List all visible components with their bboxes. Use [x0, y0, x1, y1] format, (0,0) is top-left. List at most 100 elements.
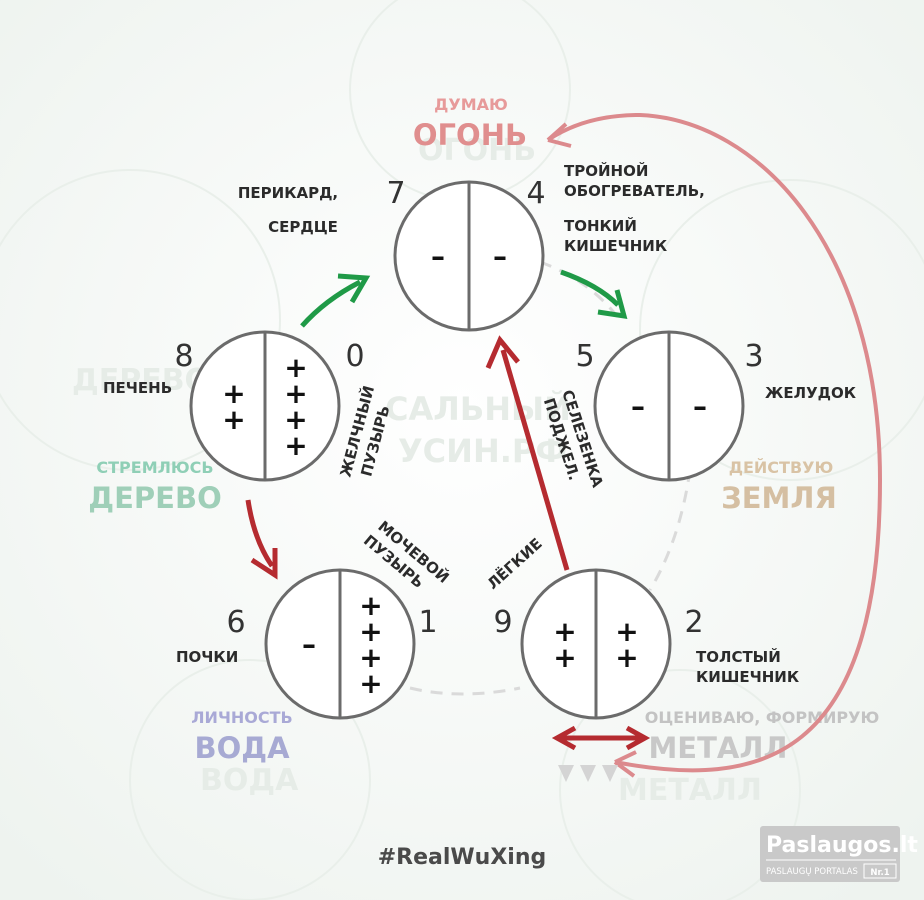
node-wood-right-number: 0: [345, 339, 364, 374]
fire-right-organ-1: ТРОЙНОЙ: [564, 161, 648, 180]
fire-right-organ-2: ОБОГРЕВАТЕЛЬ,: [564, 182, 705, 200]
badge-rank: Nr.1: [870, 868, 889, 878]
badge-subtitle: PASLAUGŲ PORTALAS: [766, 867, 858, 877]
node-earth-left-sign: –: [631, 390, 645, 423]
badge-title: Paslaugos.lt: [766, 833, 918, 858]
node-metal-left-sign: +: [553, 641, 576, 674]
wood-name: ДЕРЕВО: [88, 481, 221, 515]
node-metal-right-number: 2: [684, 605, 703, 640]
dashed-cycle: [409, 260, 692, 696]
node-metal-right-sign: +: [615, 641, 638, 674]
pink-arc-head-top: [546, 122, 572, 148]
pink-control-arc: [546, 112, 883, 778]
node-metal: ++++ 9 2: [493, 568, 704, 720]
node-wood-right-sign: +: [284, 377, 307, 410]
metal-name: МЕТАЛЛ: [648, 731, 787, 765]
node-fire: –– 7 4: [386, 176, 546, 332]
organ-labels: ПЕРИКАРД, СЕРДЦЕ ТРОЙНОЙ ОБОГРЕВАТЕЛЬ, Т…: [103, 161, 857, 686]
node-water-right-sign: +: [359, 589, 382, 622]
watermark-center-line1: САЛЬНЫЙ: [385, 390, 571, 428]
node-earth: –– 5 3: [575, 330, 764, 482]
element-titles: ДУМАЮ ОГОНЬ СТРЕМЛЮСЬ ДЕРЕВО ДЕЙСТВУЮ ЗЕ…: [88, 95, 879, 765]
node-metal-signs: ++++: [553, 615, 638, 674]
dashed-fire-earth: [539, 260, 622, 321]
node-metal-right-sign: +: [615, 615, 638, 648]
red-arrow-metal-fire-head: [485, 335, 520, 369]
fire-right-organ-4: КИШЕЧНИК: [564, 237, 668, 255]
fire-left-organ-2: СЕРДЦЕ: [268, 218, 338, 236]
pink-arc-path: [546, 112, 883, 773]
green-arrow-fire-earth: [560, 269, 620, 307]
node-wood: ++++++ 8 0: [174, 330, 365, 482]
node-fire-signs: ––: [431, 240, 507, 273]
node-water-left-number: 6: [226, 605, 245, 640]
metal-right-organ-1: ТОЛСТЫЙ: [696, 647, 781, 666]
badge-rank-box: [863, 863, 897, 879]
paslaugos-badge: Paslaugos.lt PASLAUGŲ PORTALAS Nr.1: [760, 826, 918, 882]
metal-verb: ОЦЕНИВАЮ, ФОРМИРУЮ: [645, 708, 880, 727]
watermark-left: ДЕРЕВО: [72, 363, 210, 398]
watermark-center-line2: УСИН.РФ: [398, 432, 567, 470]
red-arrows: [245, 335, 651, 751]
green-arrow-fire-earth-head: [597, 289, 628, 320]
fire-name: ОГОНЬ: [413, 118, 527, 152]
node-wood-left-number: 8: [174, 339, 193, 374]
background-watermarks: ДЕРЕВО ОГОНЬ САЛЬНЫЙ УСИН.РФ ВОДА МЕТАЛЛ: [72, 133, 762, 808]
node-water-left-sign: –: [302, 628, 316, 661]
node-wood-right-sign: +: [284, 403, 307, 436]
fire-verb: ДУМАЮ: [434, 95, 508, 114]
red-arrow-metal-fire: [500, 349, 570, 571]
node-earth-left-number: 5: [575, 339, 594, 374]
node-fire-right-number: 4: [526, 176, 545, 211]
node-wood-left-sign: +: [222, 377, 245, 410]
node-water-right-sign: +: [359, 667, 382, 700]
red-arrow-wood-water-head: [250, 548, 278, 580]
fire-left-organ-1: ПЕРИКАРД,: [238, 184, 338, 202]
water-name: ВОДА: [194, 731, 290, 765]
metal-triangles: [558, 765, 618, 782]
dashed-earth-metal: [648, 469, 692, 591]
node-water-right-sign: +: [359, 641, 382, 674]
node-metal-left-number: 9: [493, 605, 512, 640]
water-verb: ЛИЧНОСТЬ: [191, 708, 292, 727]
red-arrow-metal-double-left: [551, 725, 577, 751]
fire-right-organ-3: ТОНКИЙ: [564, 216, 637, 235]
node-fire-left-sign: –: [431, 240, 445, 273]
node-water-right-sign: +: [359, 615, 382, 648]
node-metal-left-sign: +: [553, 615, 576, 648]
hashtag: #RealWuXing: [378, 845, 547, 870]
watermark-bottom-left: ВОДА: [200, 763, 299, 798]
wood-left-organ: ПЕЧЕНЬ: [103, 379, 172, 397]
node-earth-right-number: 3: [744, 339, 763, 374]
earth-verb: ДЕЙСТВУЮ: [729, 458, 834, 477]
pink-arc-head-bottom: [613, 750, 637, 778]
node-wood-signs: ++++++: [222, 351, 307, 462]
earth-name: ЗЕМЛЯ: [721, 481, 837, 515]
node-earth-signs: ––: [631, 390, 707, 423]
green-arrow-wood-fire: [300, 279, 362, 328]
node-fire-left-number: 7: [386, 176, 405, 211]
wood-verb: СТРЕМЛЮСЬ: [96, 458, 213, 477]
red-arrow-wood-water: [245, 499, 275, 568]
node-wood-right-sign: +: [284, 351, 307, 384]
water-left-organ: ПОЧКИ: [176, 648, 238, 666]
badge-background: [760, 826, 900, 882]
dashed-water-metal: [409, 686, 521, 696]
watermark-bottom-right: МЕТАЛЛ: [618, 773, 762, 808]
metal-right-organ-2: КИШЕЧНИК: [696, 668, 800, 686]
node-wood-right-sign: +: [284, 429, 307, 462]
red-arrow-metal-double-right: [625, 725, 651, 751]
node-water-signs: –++++: [302, 589, 383, 700]
earth-right-organ: ЖЕЛУДОК: [765, 384, 857, 402]
node-earth-right-sign: –: [693, 390, 707, 423]
node-wood-left-sign: +: [222, 403, 245, 436]
node-water: –++++ 6 1: [226, 568, 438, 720]
watermark-center-top: ОГОНЬ: [418, 133, 536, 168]
node-fire-right-sign: –: [493, 240, 507, 273]
node-water-right-number: 1: [418, 605, 437, 640]
green-arrow-wood-fire-head: [337, 273, 371, 304]
